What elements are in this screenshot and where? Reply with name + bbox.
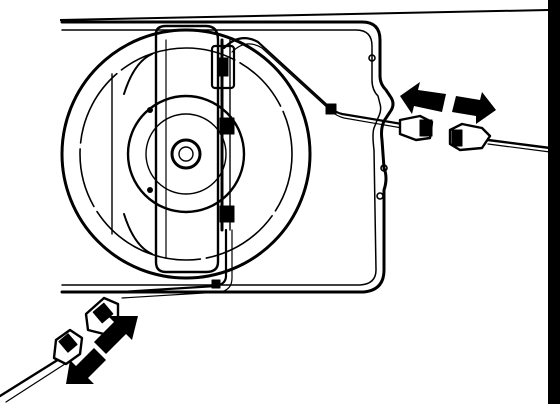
- arrow-down-left-icon: [66, 348, 106, 384]
- arrow-left-icon: [400, 82, 446, 114]
- plate-screw-hole-bottom: [376, 192, 384, 200]
- connector-lower-female: [52, 328, 84, 366]
- disconnect-arrows-lower: [66, 316, 138, 384]
- arrow-right-icon: [452, 92, 496, 124]
- wire-harness: [0, 37, 552, 403]
- connector-lower-male: [84, 296, 120, 336]
- arrow-up-right-icon: [94, 316, 138, 354]
- connector-upper-female: [448, 122, 492, 152]
- connector-upper-male: [398, 114, 434, 142]
- wire-clip-lower: [211, 279, 221, 289]
- page-top-rule: [59, 9, 549, 21]
- mounting-plate: [60, 20, 395, 294]
- plate-screw-hole-top: [368, 54, 376, 62]
- plate-screw-hole-right: [380, 164, 388, 172]
- wire-clip-upper: [325, 103, 337, 115]
- mounting-bracket: [154, 24, 236, 274]
- speaker-cone: [60, 28, 312, 280]
- page-edge-band: [548, 0, 560, 404]
- center-dust-cap: [170, 138, 202, 170]
- disconnect-arrows-upper: [400, 82, 496, 124]
